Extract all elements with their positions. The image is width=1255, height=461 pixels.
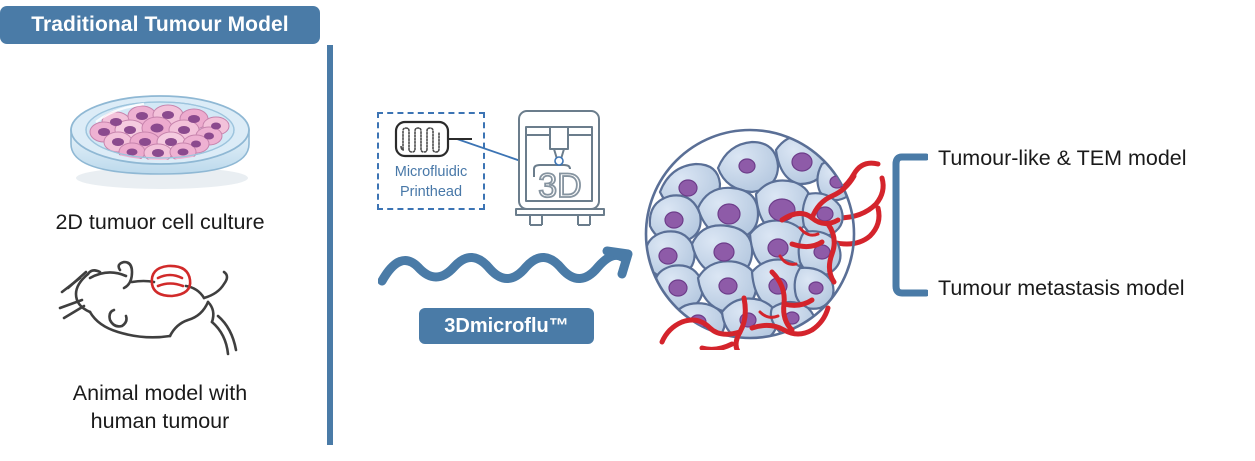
header-pill: Traditional Tumour Model: [0, 6, 320, 44]
tumour-spheroid-icon: [632, 122, 894, 357]
mouse-caption: Animal model with human tumour: [72, 381, 248, 433]
microfluidic-printhead-label: Microfluidic Printhead: [394, 164, 468, 200]
brand-pill: 3Dmicroflu™: [419, 308, 594, 344]
microfluidic-chip-icon: [388, 118, 474, 162]
result-label-tumour-like: Tumour-like & TEM model: [938, 146, 1187, 170]
printer-icon: 3D: [508, 105, 612, 227]
brand-label: 3Dmicroflu™: [444, 314, 569, 337]
mouse-icon: [52, 254, 252, 362]
dish-caption: 2D tumuor cell culture: [55, 210, 265, 234]
petri-dish-icon: [58, 82, 263, 194]
bracket-icon: [892, 152, 930, 298]
wavy-arrow-icon: [377, 243, 644, 295]
svg-text:3D: 3D: [538, 167, 581, 205]
vertical-divider: [327, 45, 333, 445]
page-title: Traditional Tumour Model: [31, 13, 289, 36]
microfluidic-printhead-box: [377, 112, 485, 210]
result-label-metastasis: Tumour metastasis model: [938, 276, 1185, 300]
